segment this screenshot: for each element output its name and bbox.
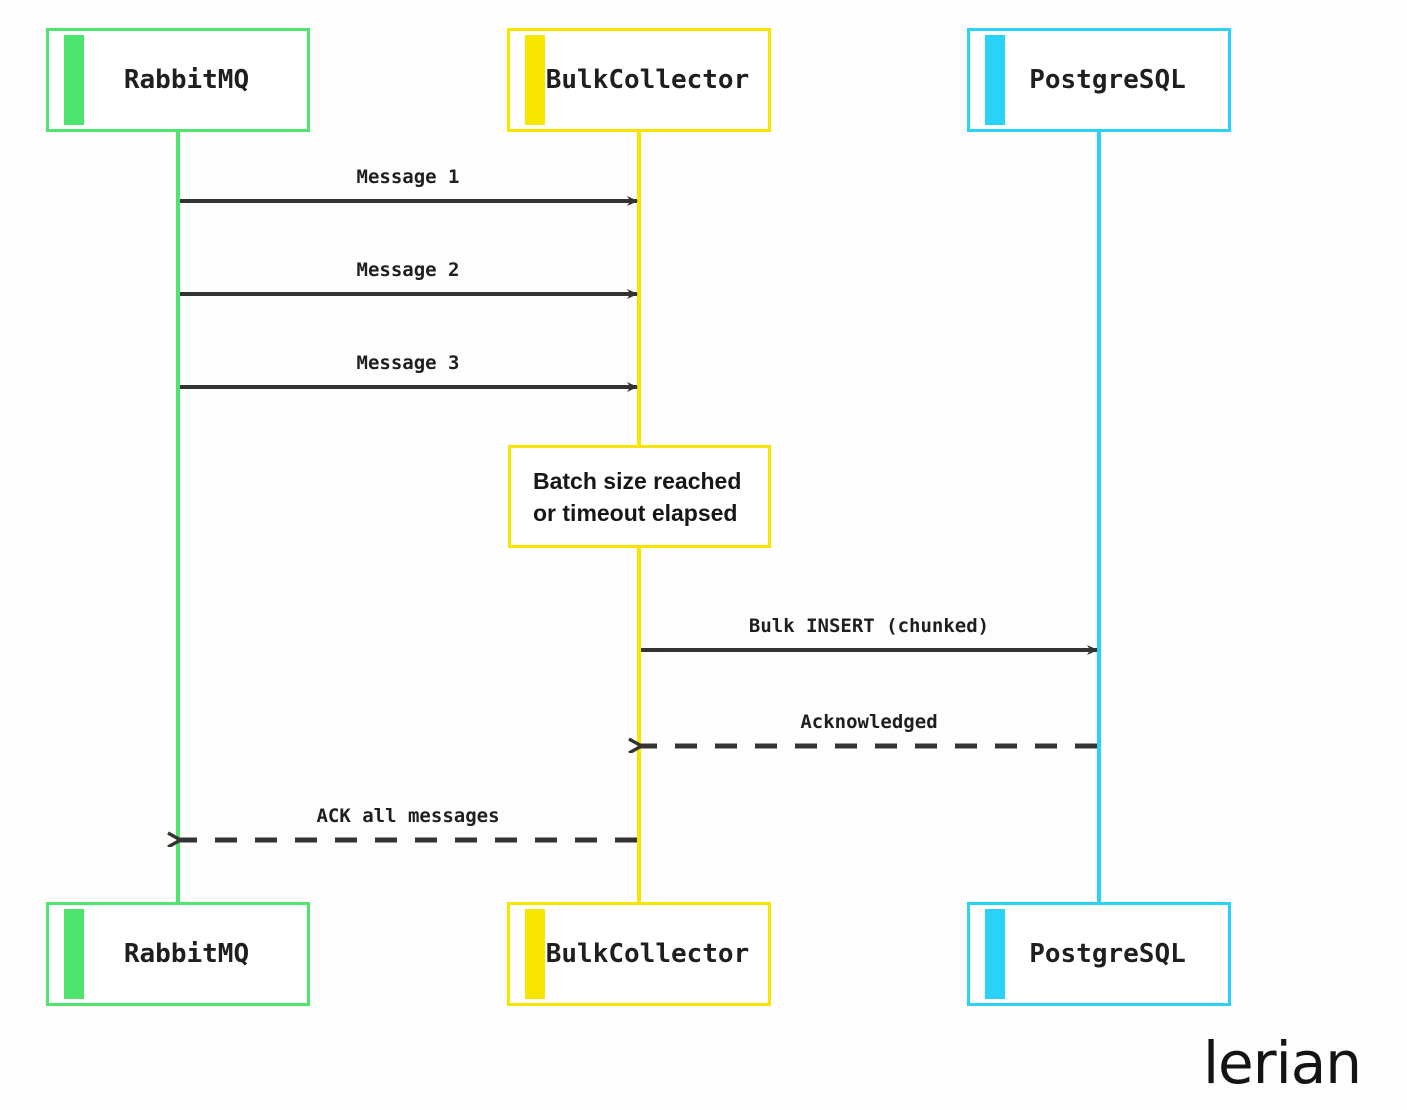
actor-label-bulkcollector-top: BulkCollector (545, 65, 750, 95)
actor-label-rabbitmq-top: RabbitMQ (123, 65, 250, 95)
message-label-message-3: Message 3 (356, 352, 460, 374)
lerian-logo: lerian (1202, 1029, 1362, 1097)
actor-box-bottom-postgresql[interactable]: PostgreSQL (967, 902, 1231, 1006)
actor-color-swatch-postgresql-bottom (985, 909, 1005, 999)
message-label-acknowledged: Acknowledged (800, 711, 938, 733)
actor-color-swatch-rabbitmq-bottom (64, 909, 84, 999)
note-line-2: or timeout elapsed (533, 499, 738, 526)
actor-label-bulkcollector-bottom: BulkCollector (545, 939, 750, 969)
actor-color-swatch-rabbitmq (64, 35, 84, 125)
actor-color-swatch-bulkcollector (525, 35, 545, 125)
actor-color-swatch-postgresql (985, 35, 1005, 125)
message-label-ack-all-messages: ACK all messages (316, 805, 500, 827)
actor-box-bottom-bulkcollector[interactable]: BulkCollector (507, 902, 771, 1006)
message-arrows-group (180, 196, 1098, 840)
message-label-message-2: Message 2 (356, 259, 460, 281)
actor-box-top-rabbitmq[interactable]: RabbitMQ (46, 28, 310, 132)
note-batch-condition: Batch size reached or timeout elapsed (508, 445, 771, 548)
actor-label-postgresql-bottom: PostgreSQL (1029, 939, 1186, 969)
message-label-bulk-insert: Bulk INSERT (chunked) (748, 615, 990, 637)
actor-label-postgresql-top: PostgreSQL (1029, 65, 1186, 95)
actor-box-top-postgresql[interactable]: PostgreSQL (967, 28, 1231, 132)
note-line-1: Batch size reached (533, 467, 742, 494)
actor-color-swatch-bulkcollector-bottom (525, 909, 545, 999)
actor-box-top-bulkcollector[interactable]: BulkCollector (507, 28, 771, 132)
actor-box-bottom-rabbitmq[interactable]: RabbitMQ (46, 902, 310, 1006)
actor-label-rabbitmq-bottom: RabbitMQ (123, 939, 250, 969)
lifelines-group (176, 132, 1101, 902)
message-label-message-1: Message 1 (356, 166, 460, 188)
